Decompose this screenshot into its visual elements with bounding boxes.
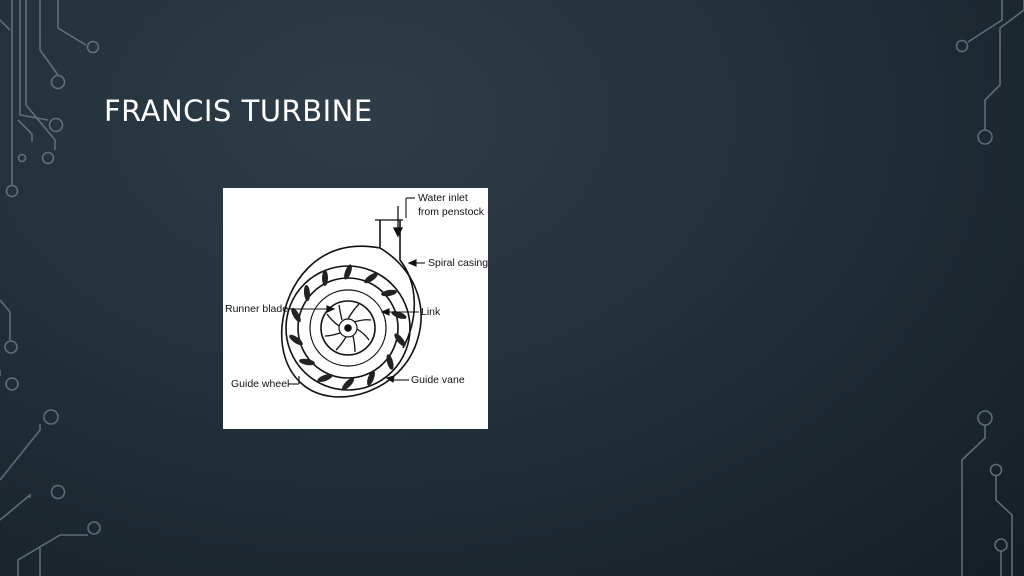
runner-blades <box>324 303 372 353</box>
guide-vanes <box>289 264 407 391</box>
slide-title: FRANCIS TURBINE <box>104 94 373 128</box>
label-water-inlet: Water inlet <box>418 192 468 204</box>
label-spiral-casing: Spiral casing <box>428 257 488 269</box>
label-guide-vane: Guide vane <box>411 374 465 386</box>
francis-turbine-diagram: Water inlet from penstock Spiral casing … <box>223 188 488 429</box>
spiral-casing-outer <box>280 220 422 398</box>
spiral-casing-inner <box>399 220 416 349</box>
turbine-drawing: Water inlet from penstock Spiral casing … <box>225 192 488 398</box>
label-link: Link <box>421 306 441 318</box>
label-runner-blade: Runner blade <box>225 303 288 315</box>
label-from-penstock: from penstock <box>418 206 485 218</box>
label-guide-wheel: Guide wheel <box>231 378 289 390</box>
